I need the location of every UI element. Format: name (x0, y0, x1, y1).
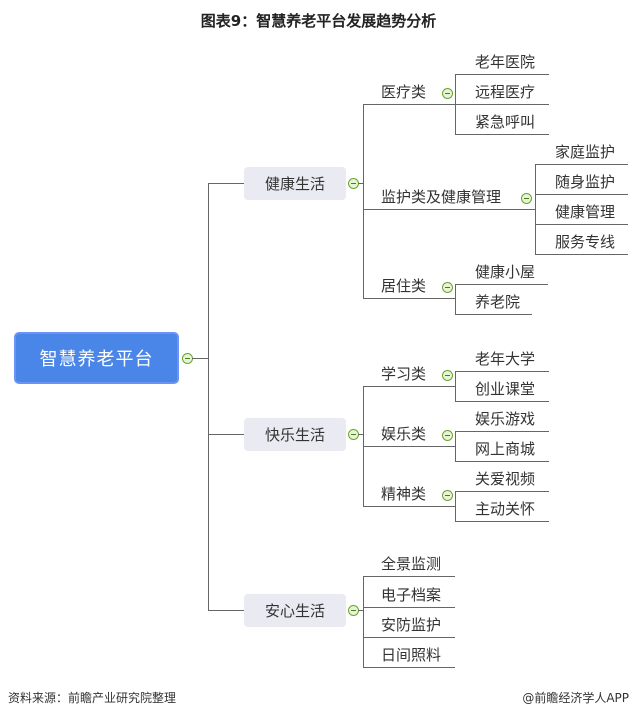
leaf-node[interactable]: 老年医院 (455, 51, 549, 75)
leaf-node[interactable]: 服务专线 (535, 231, 628, 255)
leaf-node[interactable]: 娱乐游戏 (455, 408, 549, 432)
leaf-node[interactable]: 养老院 (455, 291, 532, 315)
branch-node[interactable]: 安心生活 (244, 594, 346, 627)
collapse-toggle-icon[interactable] (521, 193, 532, 204)
connector-line (455, 371, 456, 402)
connector-line (363, 104, 364, 299)
credit-note: @前瞻经济学人APP (522, 691, 629, 705)
source-note: 资料来源：前瞻产业研究院整理 (8, 691, 177, 705)
branch-node[interactable]: 健康生活 (244, 167, 346, 200)
leaf-node[interactable]: 远程医疗 (455, 81, 549, 105)
root-node[interactable]: 智慧养老平台 (14, 332, 179, 384)
leaf-node[interactable]: 健康小屋 (455, 261, 548, 285)
connector-line (455, 284, 456, 315)
category-node[interactable]: 学习类 (363, 363, 455, 387)
connector-line (358, 183, 363, 184)
chart-title: 图表9：智慧养老平台发展趋势分析 (200, 12, 437, 30)
leaf-node[interactable]: 主动关怀 (455, 498, 549, 522)
connector-line (455, 491, 456, 522)
category-node[interactable]: 日间照料 (363, 644, 455, 668)
connector-line (535, 164, 536, 255)
connector-line (455, 431, 456, 462)
connector-line (358, 610, 363, 611)
leaf-node[interactable]: 创业课堂 (455, 378, 549, 402)
connector-line (363, 576, 364, 668)
leaf-node[interactable]: 紧急呼叫 (455, 111, 549, 135)
leaf-node[interactable]: 关爱视频 (455, 468, 549, 492)
connector-line (192, 358, 208, 359)
collapse-toggle-icon[interactable] (442, 88, 453, 99)
category-node[interactable]: 全景监测 (363, 553, 455, 577)
connector-line (208, 183, 244, 184)
leaf-node[interactable]: 网上商城 (455, 438, 549, 462)
category-node[interactable]: 安防监护 (363, 614, 455, 638)
branch-node[interactable]: 快乐生活 (244, 418, 346, 451)
collapse-toggle-icon[interactable] (442, 370, 453, 381)
connector-line (208, 434, 244, 435)
collapse-toggle-icon[interactable] (442, 282, 453, 293)
leaf-node[interactable]: 家庭监护 (535, 141, 628, 165)
category-node[interactable]: 精神类 (363, 483, 455, 507)
category-node[interactable]: 居住类 (363, 275, 455, 299)
category-node[interactable]: 监护类及健康管理 (363, 186, 535, 210)
connector-line (208, 610, 244, 611)
category-node[interactable]: 娱乐类 (363, 423, 455, 447)
leaf-node[interactable]: 随身监护 (535, 171, 628, 195)
collapse-toggle-icon[interactable] (442, 490, 453, 501)
category-node[interactable]: 医疗类 (363, 81, 455, 105)
category-node[interactable]: 电子档案 (363, 584, 455, 608)
connector-line (358, 434, 363, 435)
collapse-toggle-icon[interactable] (442, 430, 453, 441)
connector-line (208, 183, 209, 611)
leaf-node[interactable]: 健康管理 (535, 201, 628, 225)
leaf-node[interactable]: 老年大学 (455, 348, 549, 372)
